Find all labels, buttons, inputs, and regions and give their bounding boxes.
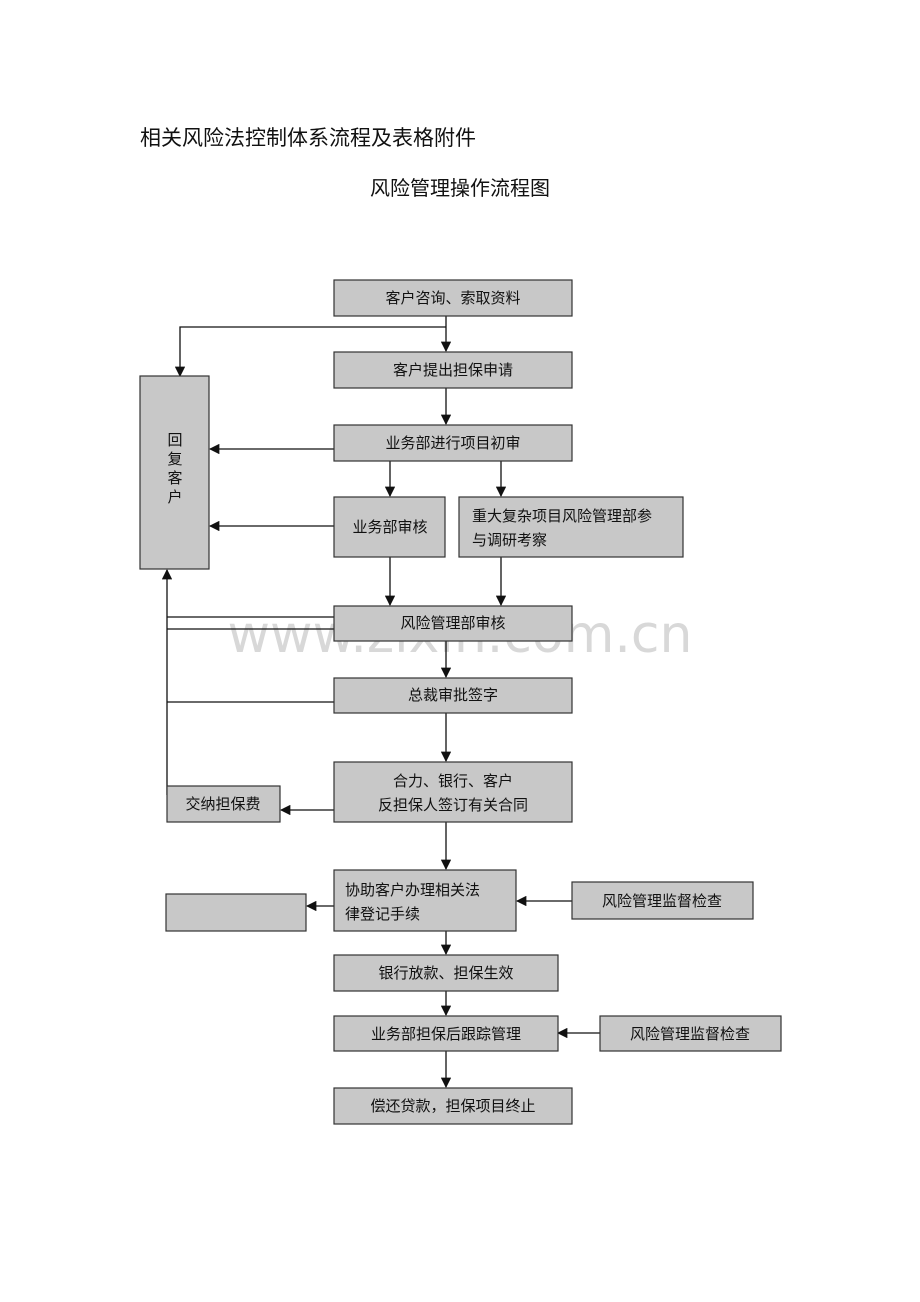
step-pay-fee-label: 交纳担保费 <box>185 795 260 813</box>
step-major-project: 重大复杂项目风险管理部参 与调研考察 <box>458 496 684 558</box>
step-apply-label: 客户提出担保申请 <box>393 361 513 379</box>
flowchart-title: 风险管理操作流程图 <box>370 176 550 200</box>
step-reply-customer: 回 复 客 户 <box>139 375 210 570</box>
step-sign-contract-line1: 合力、银行、客户 <box>393 772 513 790</box>
document-heading: 相关风险法控制体系流程及表格附件 <box>140 126 476 150</box>
step-bank-loan: 银行放款、担保生效 <box>333 954 559 992</box>
step-consult: 客户咨询、索取资料 <box>333 279 573 317</box>
step-dept-review: 业务部审核 <box>333 496 446 558</box>
reply-char-4: 户 <box>167 488 182 506</box>
step-legal-registration-line2: 律登记手续 <box>345 905 420 923</box>
step-risk-review: 风险管理部审核 <box>333 605 573 642</box>
step-risk-monitor-1: 风险管理监督检查 <box>571 881 754 920</box>
step-legal-registration: 协助客户办理相关法 律登记手续 <box>333 869 517 932</box>
step-sign-contract: 合力、银行、客户 反担保人签订有关合同 <box>333 761 573 823</box>
step-initial-review: 业务部进行项目初审 <box>333 424 573 462</box>
step-risk-monitor-2-label: 风险管理监督检查 <box>630 1025 750 1043</box>
reply-char-3: 客 <box>167 469 182 487</box>
step-blank <box>165 893 307 932</box>
step-legal-registration-line1: 协助客户办理相关法 <box>345 881 480 899</box>
step-major-project-line1: 重大复杂项目风险管理部参 <box>472 507 652 525</box>
step-apply: 客户提出担保申请 <box>333 351 573 389</box>
step-dept-review-label: 业务部审核 <box>352 518 427 536</box>
step-project-end: 偿还贷款，担保项目终止 <box>333 1087 573 1125</box>
reply-char-2: 复 <box>167 450 182 468</box>
step-initial-review-label: 业务部进行项目初审 <box>385 434 520 452</box>
step-project-end-label: 偿还贷款，担保项目终止 <box>370 1097 535 1115</box>
step-president-approval-label: 总裁审批签字 <box>408 686 498 704</box>
step-bank-loan-label: 银行放款、担保生效 <box>378 964 513 982</box>
step-risk-review-label: 风险管理部审核 <box>400 614 505 632</box>
step-major-project-line2: 与调研考察 <box>472 531 547 549</box>
reply-char-1: 回 <box>167 431 182 449</box>
step-risk-monitor-1-label: 风险管理监督检查 <box>602 892 722 910</box>
step-pay-fee: 交纳担保费 <box>166 785 281 823</box>
connectors <box>161 316 600 1089</box>
step-consult-label: 客户咨询、索取资料 <box>385 289 520 307</box>
step-post-guarantee-tracking: 业务部担保后跟踪管理 <box>333 1015 559 1052</box>
step-risk-monitor-2: 风险管理监督检查 <box>599 1015 782 1052</box>
step-president-approval: 总裁审批签字 <box>333 677 573 714</box>
step-post-guarantee-tracking-label: 业务部担保后跟踪管理 <box>371 1025 521 1043</box>
step-sign-contract-line2: 反担保人签订有关合同 <box>378 796 528 814</box>
